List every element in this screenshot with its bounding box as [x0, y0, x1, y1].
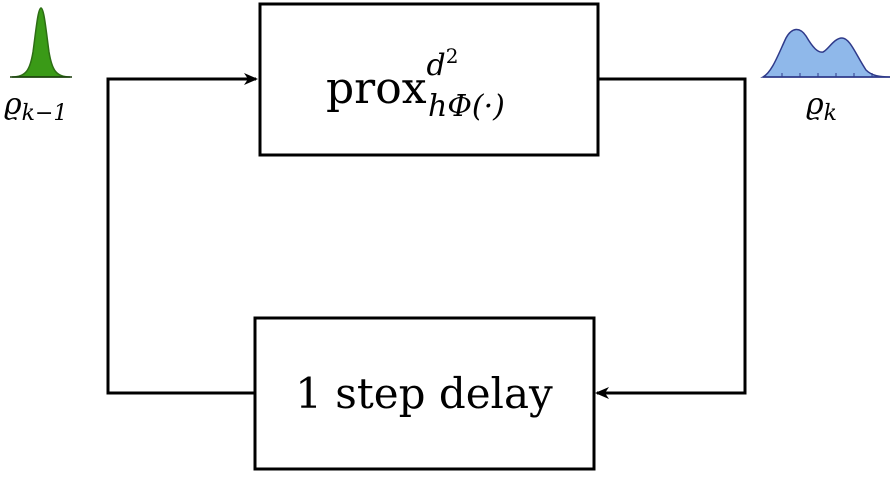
input-signal-label: ϱk−1	[4, 87, 67, 126]
output-wire-to-delay	[595, 77, 747, 399]
prox-operator-subscript: hΦ(·)	[428, 89, 505, 124]
prox-block	[258, 2, 600, 157]
output-signal-label: ϱk	[806, 87, 837, 126]
input-density-icon	[10, 7, 72, 78]
prox-operator-label: proxd2	[326, 44, 458, 114]
feedback-wire-to-prox	[106, 73, 258, 395]
output-density-icon	[760, 28, 891, 78]
delay-block-label: 1 step delay	[295, 369, 553, 418]
